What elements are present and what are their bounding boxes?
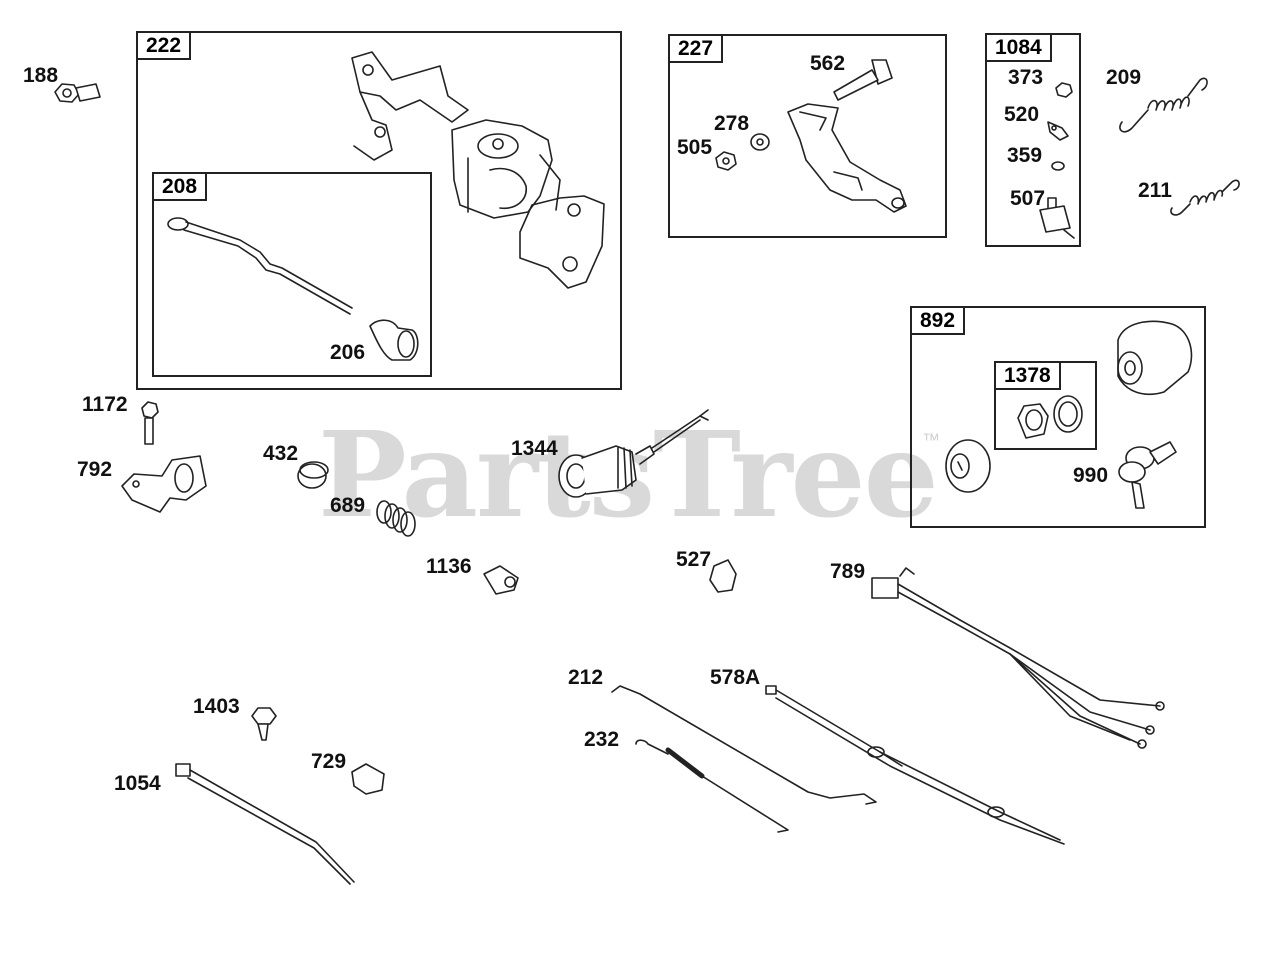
part-211-spring-drawing [1170,179,1240,216]
part-212-rod-drawing [611,685,877,805]
callout-520[interactable]: 520 [1004,103,1040,126]
part-208-rod-drawing [167,217,353,315]
callout-729[interactable]: 729 [311,750,347,773]
callout-212[interactable]: 212 [568,666,604,689]
watermark-trademark: ™ [922,430,940,450]
part-1344-cable-drawing [558,409,709,498]
part-505-nut-drawing [715,151,737,171]
callout-373[interactable]: 373 [1008,66,1044,89]
part-432-ring-drawing [297,461,329,489]
group-box-1084[interactable]: 1084 [985,33,1081,247]
part-507-switch-drawing [1039,197,1075,239]
callout-359[interactable]: 359 [1007,144,1043,167]
part-1403-screw-drawing [251,707,277,741]
callout-1136[interactable]: 1136 [426,555,472,578]
part-789-harness-drawing [871,567,1165,749]
part-373-nut-drawing [1055,82,1073,98]
callout-1172[interactable]: 1172 [82,393,128,416]
part-729-clip-drawing [351,763,385,795]
part-1172-bolt-drawing [141,401,159,445]
part-209-spring-drawing [1119,77,1208,133]
callout-206[interactable]: 206 [330,341,366,364]
part-1054-tie-drawing [175,763,355,885]
group-box-892[interactable]: 892 [910,306,1206,528]
callout-209[interactable]: 209 [1106,66,1142,89]
callout-578A[interactable]: 578A [710,666,761,689]
part-227-lever-drawing [787,103,907,213]
callout-689[interactable]: 689 [330,494,366,517]
callout-507[interactable]: 507 [1010,187,1046,210]
group-box-227[interactable]: 227 [668,34,947,238]
group-label-892: 892 [910,306,966,336]
group-label-1084: 1084 [985,33,1052,63]
group-label-208: 208 [152,172,208,202]
callout-789[interactable]: 789 [830,560,866,583]
callout-1403[interactable]: 1403 [193,695,240,718]
callout-792[interactable]: 792 [77,458,113,481]
part-1378-nut-drawing [1017,395,1083,439]
part-1136-grommet-drawing [483,565,519,595]
part-206-knob-drawing [369,319,419,361]
part-232-spring-drawing [635,739,789,833]
part-359-washer-drawing [1051,161,1065,171]
part-520-clip-drawing [1047,121,1069,141]
callout-188[interactable]: 188 [23,64,59,87]
group-label-222: 222 [136,31,192,61]
part-527-clip-drawing [709,559,737,593]
part-278-washer-drawing [750,133,770,151]
part-188-screw-drawing [54,83,101,103]
part-562-bolt-drawing [833,59,893,101]
part-222-bracket-drawing [351,51,605,289]
callout-432[interactable]: 432 [263,442,299,465]
group-label-227: 227 [668,34,724,64]
callout-527[interactable]: 527 [676,548,712,571]
group-label-1378: 1378 [994,361,1061,391]
callout-211[interactable]: 211 [1138,179,1172,202]
part-792-bracket-drawing [121,455,207,513]
part-689-spring-drawing [376,500,416,537]
callout-232[interactable]: 232 [584,728,620,751]
callout-990[interactable]: 990 [1073,464,1109,487]
group-box-1378[interactable]: 1378 [994,361,1097,450]
callout-1054[interactable]: 1054 [114,772,161,795]
part-892-switch-drawing [945,320,1193,493]
group-box-208[interactable]: 208 [152,172,432,377]
part-990-keys-drawing [1118,441,1177,509]
group-box-222[interactable]: 222 [136,31,622,390]
callout-1344[interactable]: 1344 [511,437,558,460]
callout-505[interactable]: 505 [677,136,713,159]
callout-562[interactable]: 562 [810,52,846,75]
part-578A-harness-drawing [765,685,1065,845]
callout-278[interactable]: 278 [714,112,750,135]
